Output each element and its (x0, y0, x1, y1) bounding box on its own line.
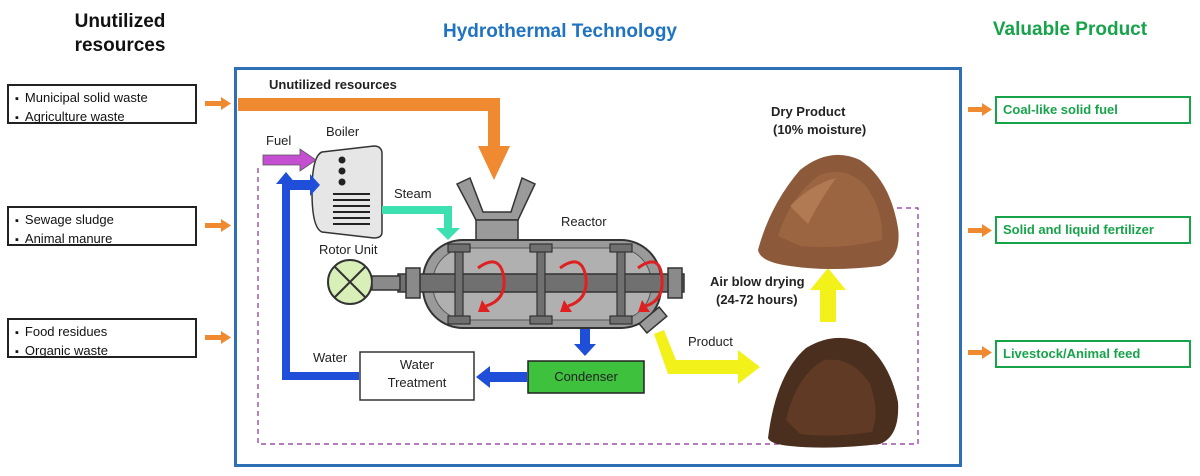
resource-item: Sewage sludge (15, 211, 189, 230)
orange-arrow-icon (968, 224, 992, 237)
resource-box-3: Food residues Organic waste (7, 318, 197, 358)
boiler-icon (311, 145, 383, 239)
middle-column-title: Hydrothermal Technology (442, 21, 677, 42)
product-arrow-icon (654, 330, 760, 384)
resource-box-2: Sewage sludge Animal manure (7, 206, 197, 246)
resource-item: Organic waste (15, 342, 189, 361)
rotor-unit-label: Rotor Unit (319, 242, 378, 257)
resource-item: Food residues (15, 323, 189, 342)
left-column-title: Unutilized resources (74, 11, 166, 56)
orange-arrow-icon (968, 346, 992, 359)
product-label: Product (688, 334, 733, 349)
wet-product-pile-icon (768, 337, 899, 448)
water-label: Water (313, 350, 348, 365)
air-blow-drying-label: Air blow drying (710, 274, 805, 289)
feed-arrow-icon (238, 98, 510, 180)
right-column-title: Valuable Product (992, 19, 1148, 40)
dry-product-label: Dry Product (771, 104, 846, 119)
hopper-icon (455, 176, 537, 243)
fuel-label: Fuel (266, 133, 292, 148)
condenser-box (527, 360, 645, 394)
product-box-3: Livestock/Animal feed (995, 340, 1191, 368)
dry-product-pile-icon (758, 154, 899, 269)
orange-arrow-icon (968, 103, 992, 116)
water-return-arrow-icon (276, 172, 359, 380)
steam-label: Steam (394, 186, 432, 201)
resource-box-1: Municipal solid waste Agriculture waste (7, 84, 197, 124)
product-box-2: Solid and liquid fertilizer (995, 216, 1191, 244)
condenser-label: Condenser (554, 369, 618, 384)
reactor-label: Reactor (561, 214, 607, 229)
resource-item: Agriculture waste (15, 108, 189, 127)
orange-arrow-icon (205, 219, 231, 232)
rotor-unit-icon (327, 259, 401, 305)
orange-arrow-icon (205, 97, 231, 110)
air-blow-hours-label: (24-72 hours) (716, 292, 798, 307)
fuel-arrow-icon (262, 148, 317, 172)
resource-item: Municipal solid waste (15, 89, 189, 108)
boiler-label: Boiler (326, 124, 360, 139)
dry-product-moisture-label: (10% moisture) (773, 122, 867, 137)
unutilized-resources-label: Unutilized resources (269, 77, 397, 92)
water-treatment-box (359, 351, 475, 401)
condenser-to-treatment-arrow-icon (476, 366, 527, 388)
resource-item: Animal manure (15, 230, 189, 249)
water-treatment-label: Water Treatment (387, 357, 447, 390)
orange-arrow-icon (205, 331, 231, 344)
product-box-1: Coal-like solid fuel (995, 96, 1191, 124)
hydrothermal-frame (234, 67, 962, 467)
reactor-icon (397, 239, 685, 335)
dashed-process-boundary (257, 168, 919, 445)
steam-arrow-icon (382, 206, 460, 240)
reactor-to-condenser-arrow-icon (574, 322, 596, 356)
drying-arrow-icon (810, 268, 846, 322)
